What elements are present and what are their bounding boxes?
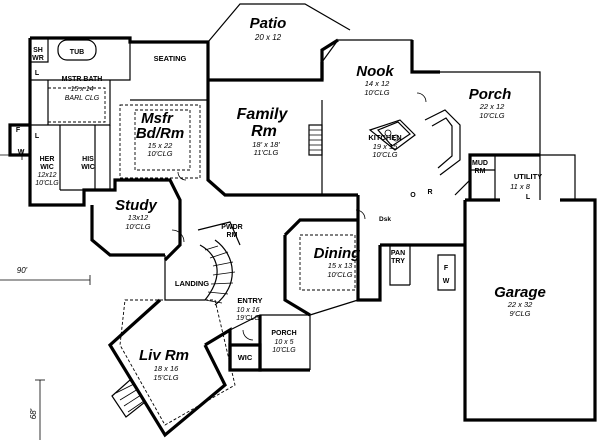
utility-size: 11 x 8: [510, 182, 531, 191]
overall-depth-label: 68': [29, 408, 38, 419]
fireplace-left-label: F: [16, 127, 21, 134]
overall-dimensions: 90' 68': [17, 266, 38, 419]
linen-bath-label: L: [35, 70, 40, 77]
kitchen-island: [376, 121, 411, 147]
study-size: 13x12: [128, 213, 149, 222]
refrigerator-label: R: [427, 189, 432, 196]
patio-size: 20 x 12: [254, 33, 282, 42]
patio-label: Patio: [250, 15, 287, 32]
washer-left-label: W: [18, 149, 25, 156]
entry-label: ENTRY: [237, 296, 262, 305]
interior-walls: [30, 38, 541, 291]
washer-right-label: W: [443, 278, 450, 285]
family-room-label-1: Family: [237, 106, 289, 123]
front-porch-label: PORCH: [271, 330, 296, 337]
linen-wic-label: L: [35, 133, 40, 140]
mud-room-label-2: RM: [475, 168, 486, 175]
room-labels: Patio 20 x 12 Nook 14 x 12 10'CLG Porch …: [35, 15, 546, 382]
master-bath-ceiling: BARL CLG: [65, 95, 100, 102]
seating-label: SEATING: [154, 54, 187, 63]
his-wic-label-1: HIS: [82, 156, 94, 163]
living-room-label: Liv Rm: [139, 347, 189, 364]
kitchen-label: KITCHEN: [368, 133, 401, 142]
family-room-size: 18' x 18': [252, 140, 280, 149]
staircase: [199, 239, 236, 306]
powder-room-label-2: RM: [227, 232, 238, 239]
mud-room-label-1: MUD: [472, 160, 488, 167]
entry-size: 10 x 16: [237, 307, 260, 314]
dining-ceiling: 10'CLG: [327, 270, 352, 279]
landing-label: LANDING: [175, 279, 209, 288]
door-swings: [171, 92, 427, 341]
front-porch-ceiling: 10'CLG: [272, 347, 296, 354]
tub-label: TUB: [70, 49, 84, 56]
garage-label: Garage: [494, 284, 546, 301]
master-bath-label: MSTR BATH: [62, 76, 103, 83]
study-ceiling: 10'CLG: [125, 222, 150, 231]
her-wic-label-2: WIC: [40, 164, 54, 171]
exterior-walls: [8, 3, 597, 438]
front-porch-size: 10 x 5: [274, 339, 293, 346]
master-bath-size: 15 x 14: [71, 86, 94, 93]
master-bedroom-size: 15 x 22: [148, 141, 173, 150]
master-bedroom-label-1: Msfr: [141, 110, 174, 127]
dimension-lines: [0, 150, 91, 440]
shower-label-2: WR: [32, 55, 44, 62]
fixture-labels: TUB SH WR Dsk L L L W F F W R O: [16, 47, 531, 285]
shower-label-1: SH: [33, 47, 43, 54]
linen-laundry-label: L: [526, 194, 531, 201]
entry-ceiling: 19'CLG: [236, 315, 260, 322]
her-wic-label-1: HER: [40, 156, 55, 163]
nook-size: 14 x 12: [365, 79, 390, 88]
family-room-label-2: Rm: [251, 123, 277, 140]
wic-label: WIC: [238, 353, 253, 362]
oven-label: O: [410, 192, 416, 199]
fireplace-living: [111, 379, 146, 418]
pantry-label-2: TRY: [391, 258, 405, 265]
fireplace-right-label: F: [444, 265, 449, 272]
pantry-label-1: PAN: [391, 250, 405, 257]
master-bedroom-ceiling: 10'CLG: [147, 149, 172, 158]
utility-label: UTILITY: [514, 172, 542, 181]
living-room-size: 18 x 16: [154, 364, 179, 373]
overall-width-label: 90': [17, 266, 28, 275]
desk-label: Dsk: [379, 216, 391, 223]
kitchen-ceiling: 10'CLG: [372, 150, 397, 159]
ceiling-outlines: [48, 87, 356, 426]
study-label: Study: [115, 197, 157, 214]
garage-ceiling: 9'CLG: [509, 309, 530, 318]
master-bedroom-label-2: Bd/Rm: [136, 125, 184, 142]
porch-label: Porch: [469, 86, 512, 103]
his-wic-label-2: WIC: [81, 164, 95, 171]
living-room-ceiling: 15'CLG: [153, 373, 178, 382]
powder-room-label-1: PWDR: [221, 224, 242, 231]
family-room-ceiling: 11'CLG: [254, 148, 279, 157]
her-wic-ceiling: 10'CLG: [35, 180, 59, 187]
dining-label: Dining: [314, 245, 361, 262]
porch-ceiling: 10'CLG: [479, 111, 504, 120]
bathtub: [57, 39, 97, 61]
porch-size: 22 x 12: [479, 102, 505, 111]
dining-size: 15 x 13: [328, 261, 353, 270]
kitchen-size: 19 x 15: [373, 142, 398, 151]
her-wic-size: 12x12: [37, 172, 56, 179]
fireplace-family: [308, 124, 323, 156]
garage-size: 22 x 32: [507, 300, 533, 309]
nook-label: Nook: [356, 63, 394, 80]
nook-ceiling: 10'CLG: [364, 88, 389, 97]
